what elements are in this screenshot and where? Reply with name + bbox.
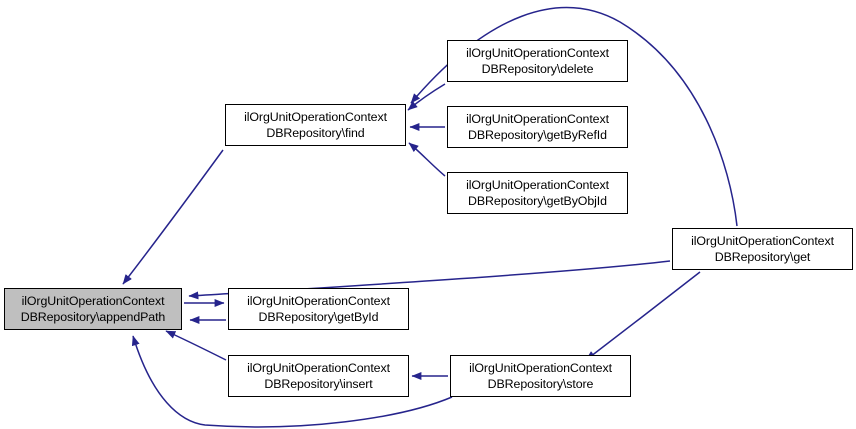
- node-find[interactable]: ilOrgUnitOperationContext DBRepository\f…: [225, 104, 406, 146]
- edge-store-to-appendPath: [131, 335, 453, 428]
- node-label-line2: DBRepository\getByRefId: [468, 128, 607, 142]
- node-label-line1: ilOrgUnitOperationContext: [247, 361, 390, 375]
- node-delete[interactable]: ilOrgUnitOperationContext DBRepository\d…: [447, 40, 628, 82]
- node-label-line1: ilOrgUnitOperationContext: [244, 110, 387, 124]
- node-label-line2: DBRepository\get: [714, 250, 811, 264]
- node-label-line2: DBRepository\appendPath: [20, 310, 166, 324]
- edge-find-to-appendPath: [122, 149, 224, 285]
- node-insert[interactable]: ilOrgUnitOperationContext DBRepository\i…: [228, 355, 409, 397]
- node-label-line2: DBRepository\getById: [258, 310, 379, 324]
- edge-get-to-find: [410, 6, 738, 227]
- node-appendPath[interactable]: ilOrgUnitOperationContext DBRepository\a…: [4, 288, 182, 330]
- node-label-line2: DBRepository\store: [487, 377, 594, 391]
- node-label-line1: ilOrgUnitOperationContext: [466, 46, 609, 60]
- node-getByRefId[interactable]: ilOrgUnitOperationContext DBRepository\g…: [447, 106, 628, 148]
- node-label-line1: ilOrgUnitOperationContext: [691, 234, 834, 248]
- node-label-line2: DBRepository\insert: [264, 377, 373, 391]
- node-label-line2: DBRepository\delete: [481, 62, 594, 76]
- node-getByObjId[interactable]: ilOrgUnitOperationContext DBRepository\g…: [447, 172, 628, 214]
- node-label-line2: DBRepository\find: [266, 126, 365, 140]
- node-label-line1: ilOrgUnitOperationContext: [469, 361, 612, 375]
- node-label-line1: ilOrgUnitOperationContext: [21, 294, 165, 308]
- edge-getByObjId-to-find: [408, 142, 446, 177]
- edge-get-to-store: [585, 271, 701, 361]
- node-label-line1: ilOrgUnitOperationContext: [466, 112, 609, 126]
- node-label-line2: DBRepository\getByObjId: [468, 194, 607, 208]
- node-getById[interactable]: ilOrgUnitOperationContext DBRepository\g…: [228, 288, 409, 330]
- node-label-line1: ilOrgUnitOperationContext: [247, 294, 390, 308]
- node-get[interactable]: ilOrgUnitOperationContext DBRepository\g…: [672, 228, 853, 270]
- edge-insert-to-appendPath: [165, 330, 227, 361]
- node-store[interactable]: ilOrgUnitOperationContext DBRepository\s…: [450, 355, 631, 397]
- node-label-line1: ilOrgUnitOperationContext: [466, 178, 609, 192]
- edge-delete-to-find: [407, 83, 446, 111]
